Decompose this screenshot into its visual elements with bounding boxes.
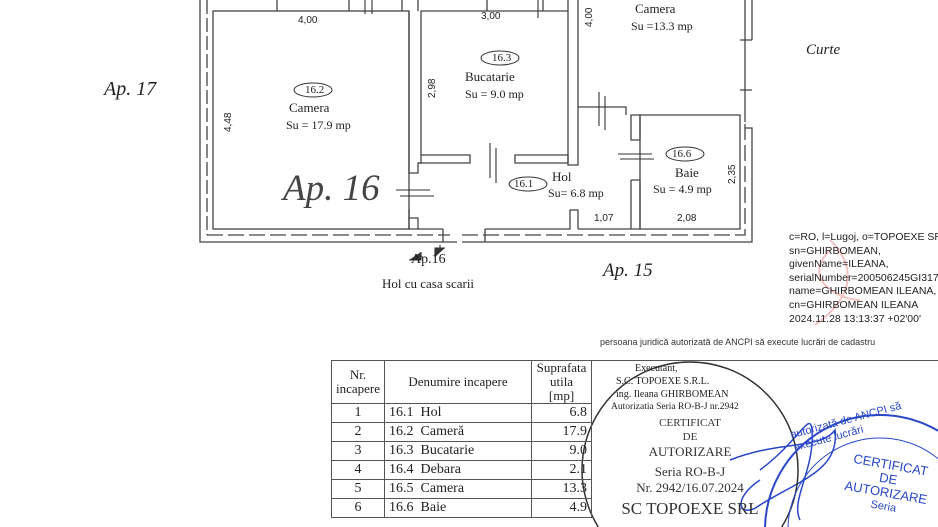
cell-name: 16.6 Baie [384, 498, 533, 518]
stamp-text: Seria RO-B-J [654, 464, 726, 479]
header-name: Denumire incapere [384, 360, 533, 404]
dimension: 2,08 [677, 213, 697, 224]
table-border-top [585, 360, 938, 361]
executant-authorization: Autorizatia Seria RO-B-J nr.2942 [611, 402, 739, 412]
signature-line: givenName=ILEANA, [789, 258, 889, 271]
room-area: Su = 4.9 mp [653, 182, 712, 196]
room-id: 16.2 [305, 84, 325, 96]
label-ap16-entry: Ap.16 [411, 252, 446, 267]
stamp-text: CERTIFICAT [659, 417, 721, 429]
header-nr: Nr. incapere [330, 360, 386, 404]
cell-nr: 3 [330, 441, 386, 461]
label-ap15: Ap. 15 [603, 260, 653, 281]
stamp-text: AUTORIZARE [648, 444, 732, 459]
cell-nr: 5 [330, 479, 386, 499]
executant-title: Executant, [635, 363, 678, 374]
room-name: Camera [289, 100, 330, 115]
signature-line: sn=GHIRBOMEAN, [789, 244, 881, 257]
stamp-black: CERTIFICAT DE AUTORIZARE Seria RO-B-J Nr… [585, 416, 795, 519]
signature-line: cn=GHIRBOMEAN ILEANA [789, 298, 919, 311]
signature-line: name=GHIRBOMEAN ILEANA, [789, 285, 937, 298]
dimension: 1,07 [594, 213, 614, 224]
stamp-text: Nr. 2942/16.07.2024 [636, 480, 744, 495]
header-area: Suprafata utila [mp] [531, 360, 593, 404]
label-stair-hall: Hol cu casa scarii [382, 276, 475, 291]
executant-block: Executant, S.C. TOPOEXE S.R.L. ing. Ilea… [611, 362, 739, 414]
dimension: 2,98 [427, 78, 438, 98]
room-id: 16.6 [672, 148, 692, 160]
cell-area: 9.0 [531, 441, 593, 461]
room-area: Su =13.3 mp [631, 19, 693, 33]
stamp-text: SC TOPOEXE SRL [621, 499, 759, 518]
signature-line: serialNumber=200506245GI317, [789, 271, 938, 284]
room-id: 16.1 [514, 178, 534, 190]
stamp-blue-inner-circle [787, 437, 938, 527]
signature-line: c=RO, l=Lugoj, o=TOPOEXE SRL, [789, 231, 938, 243]
rooms-table: Nr. incapere Denumire incapere Suprafata… [330, 360, 593, 518]
stamp-text: DE [682, 431, 698, 443]
cell-area: 2.1 [531, 460, 593, 480]
dimension: 4,00 [298, 15, 318, 26]
cell-area: 4.9 [531, 498, 593, 518]
cell-name: 16.3 Bucatarie [384, 441, 533, 461]
room-name: Bucatarie [465, 69, 515, 84]
pdf-watermark [814, 239, 861, 326]
room-name: Hol [552, 169, 572, 184]
room-area: Su = 17.9 mp [286, 118, 351, 132]
room-id: 16.3 [492, 52, 512, 64]
cell-name: 16.2 Cameră [384, 422, 533, 442]
table-header-row: Nr. incapere Denumire incapere Suprafata… [330, 360, 593, 404]
cell-name: 16.5 Camera [384, 479, 533, 499]
signature-line: 2024.11.28 13:13:37 +02'00' [789, 312, 921, 325]
label-ap16: Ap. 16 [283, 168, 380, 209]
room-name: Baie [675, 165, 699, 180]
cell-name: 16.1 Hol [384, 403, 533, 423]
cell-nr: 4 [330, 460, 386, 480]
cell-area: 17.9 [531, 422, 593, 442]
executant-engineer: ing. Ileana GHIRBOMEAN [616, 389, 729, 400]
room-name: Camera [635, 1, 676, 16]
executant-company: S.C. TOPOEXE S.R.L. [616, 376, 710, 387]
cell-name: 16.4 Debara [384, 460, 533, 480]
cell-area: 13.3 [531, 479, 593, 499]
cell-nr: 1 [330, 403, 386, 423]
cell-nr: 2 [330, 422, 386, 442]
digital-signature-info: c=RO, l=Lugoj, o=TOPOEXE SRL, sn=GHIRBOM… [789, 231, 938, 326]
stamp-blue-circle [764, 413, 938, 527]
stamp-black-rim-text: persoana juridică autorizată de ANCPI să… [600, 337, 876, 347]
dimension: 2,35 [727, 164, 738, 184]
cell-area: 6.8 [531, 403, 593, 423]
dimension: 4,48 [223, 112, 234, 132]
dimension: 4,00 [584, 7, 595, 27]
label-curte: Curte [806, 42, 841, 58]
dimension: 3,00 [481, 11, 501, 22]
label-ap17: Ap. 17 [104, 78, 157, 100]
room-area: Su = 9.0 mp [465, 87, 524, 101]
room-area: Su= 6.8 mp [548, 186, 604, 200]
cell-nr: 6 [330, 498, 386, 518]
